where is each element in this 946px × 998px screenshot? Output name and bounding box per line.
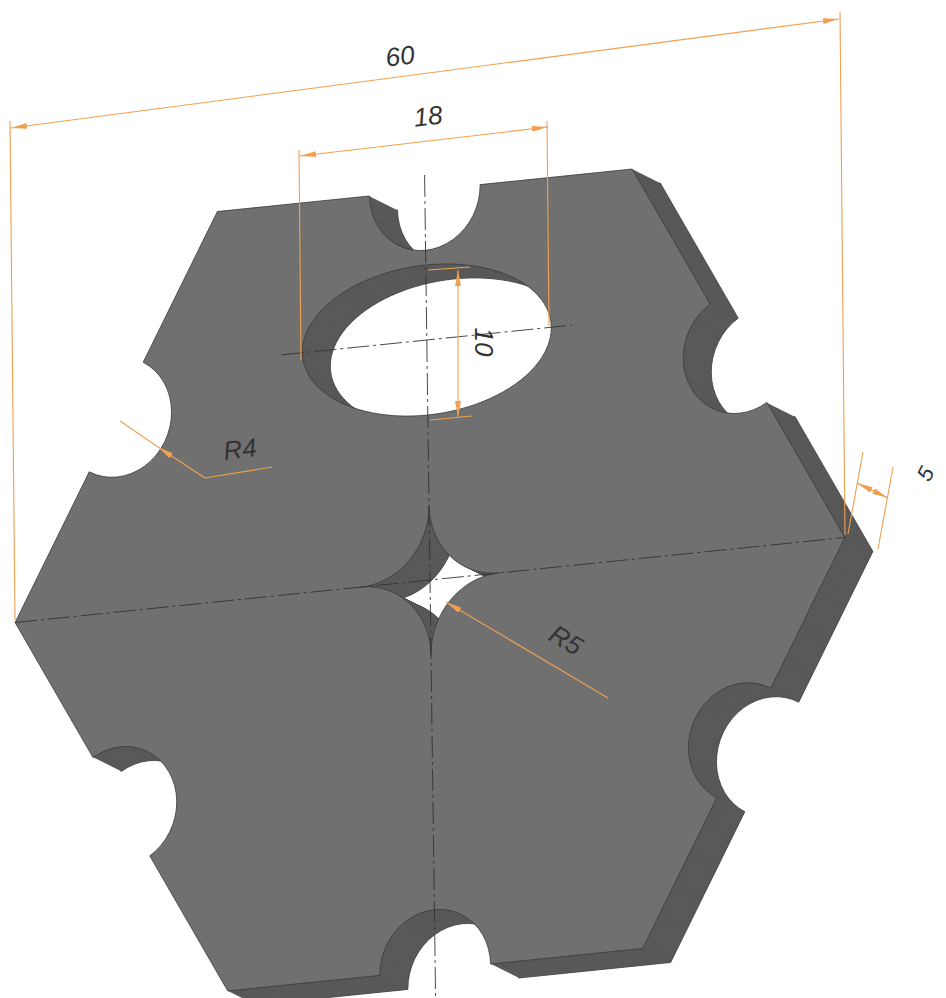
dimension-text: 18 [412,101,444,130]
dimension-text: 60 [384,41,416,71]
hex-plate [15,169,873,998]
dimension-text: 10 [471,328,497,357]
dimension-text: R4 [222,434,258,464]
center-lines [15,175,845,998]
dimension-text: 5 [913,463,938,484]
center-line [282,325,572,355]
dimension-lines [10,12,893,698]
plate-thickness [16,170,846,992]
center-line [425,175,436,998]
